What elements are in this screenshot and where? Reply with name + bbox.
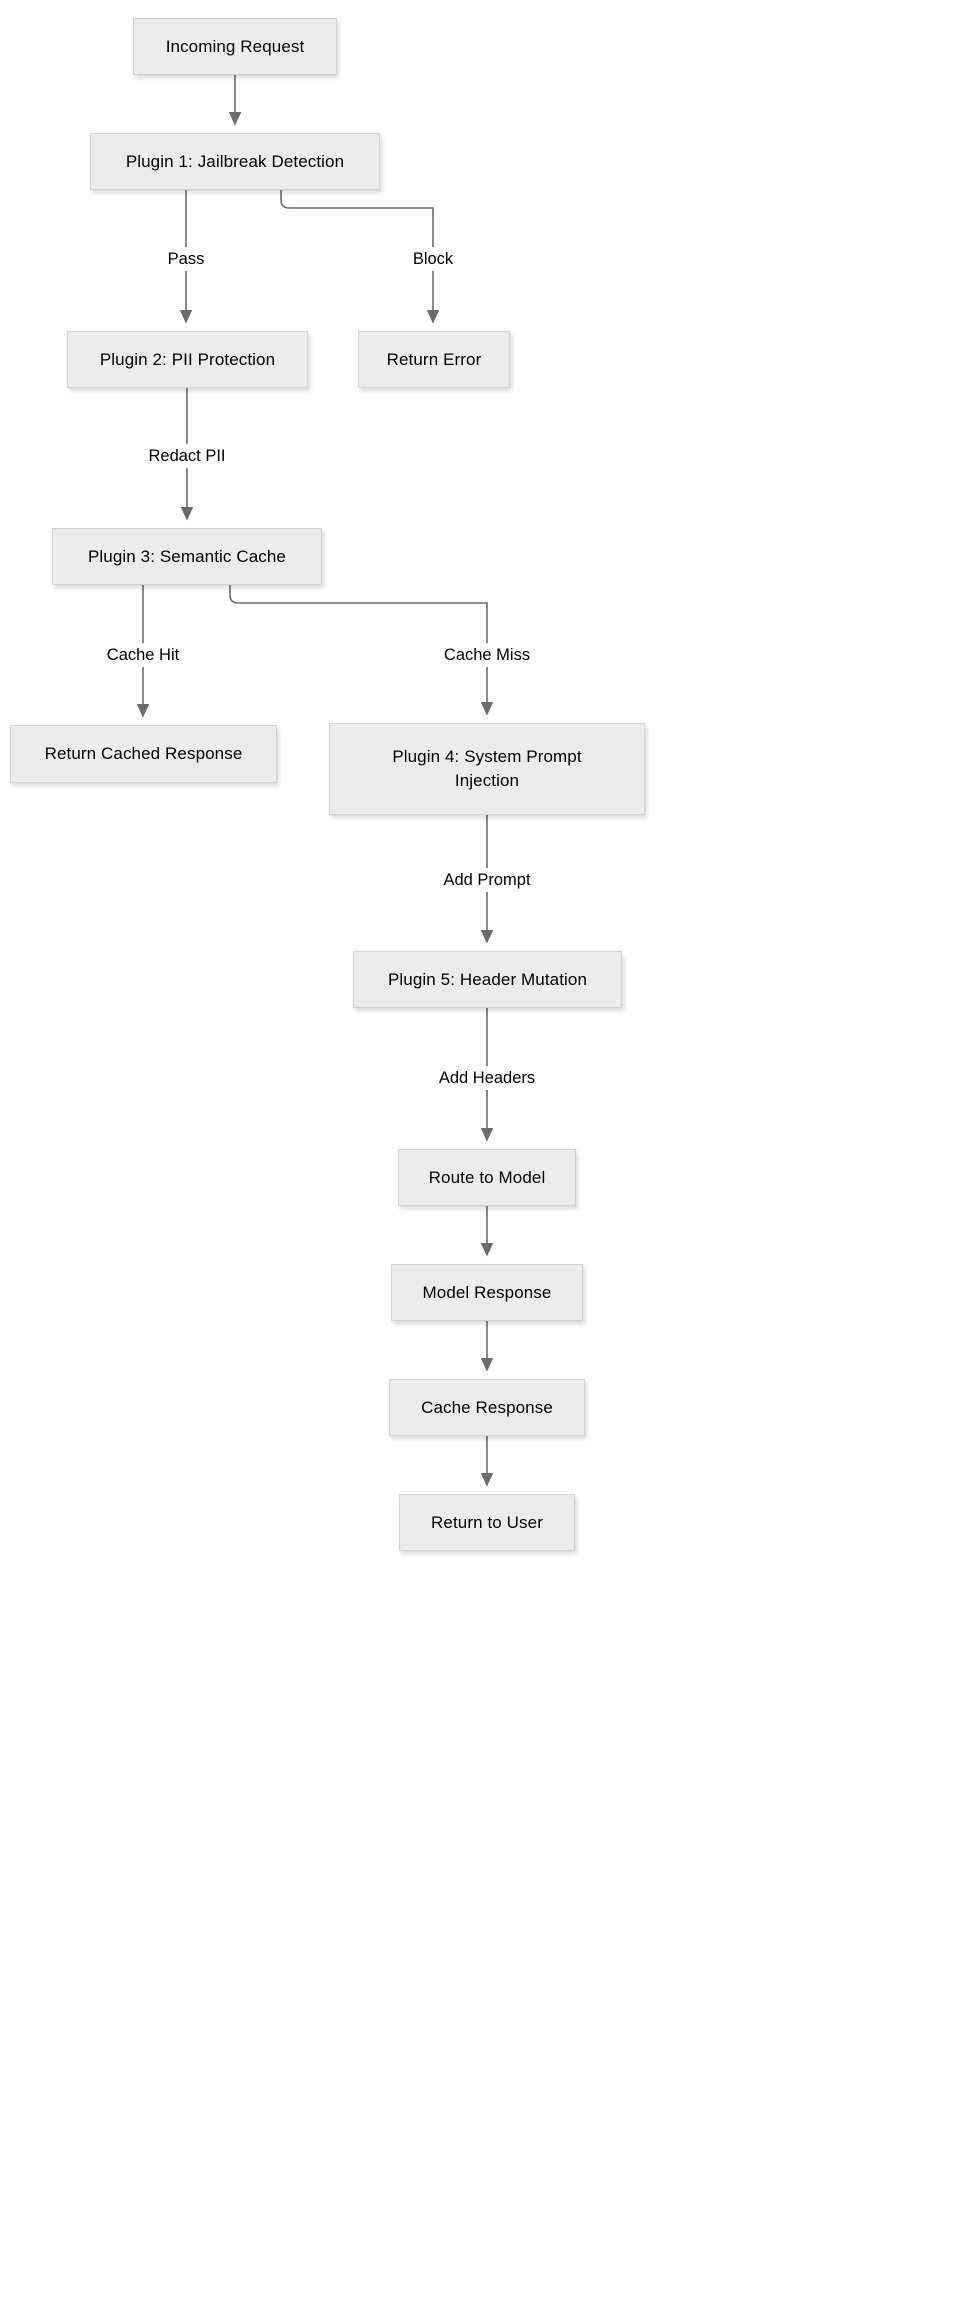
node-label: Cache Response: [421, 1397, 553, 1417]
node-return-error[interactable]: Return Error: [358, 331, 510, 388]
edge-label-cache-miss: Cache Miss: [439, 645, 535, 665]
node-label: Return Error: [386, 349, 482, 369]
node-cache-response[interactable]: Cache Response: [389, 1379, 585, 1436]
node-label: Plugin 3: Semantic Cache: [87, 546, 286, 566]
node-return-to-user[interactable]: Return to User: [399, 1494, 575, 1551]
node-label: Return to User: [431, 1512, 543, 1532]
node-return-cached-response[interactable]: Return Cached Response: [10, 725, 277, 783]
edge-plugin1-to-return-error: [280, 190, 434, 247]
node-label: Return Cached Response: [44, 744, 243, 763]
node-label: Plugin 4: System Prompt Injection: [392, 747, 582, 790]
edge-label-cache-hit: Cache Hit: [102, 645, 184, 665]
node-label: Plugin 2: PII Protection: [99, 349, 276, 369]
node-label: Plugin 1: Jailbreak Detection: [125, 151, 345, 171]
node-label: Model Response: [422, 1282, 552, 1302]
node-model-response[interactable]: Model Response: [391, 1264, 583, 1321]
node-plugin2-pii-protection[interactable]: Plugin 2: PII Protection: [67, 331, 308, 388]
node-label: Plugin 5: Header Mutation: [387, 969, 588, 989]
edge-label-add-prompt: Add Prompt: [439, 870, 535, 890]
node-incoming-request[interactable]: Incoming Request: [133, 18, 337, 75]
node-route-to-model[interactable]: Route to Model: [398, 1149, 576, 1206]
node-label: Incoming Request: [165, 36, 305, 56]
edge-label-pass: Pass: [163, 249, 209, 269]
edge-label-block: Block: [408, 249, 458, 269]
node-plugin1-jailbreak-detection[interactable]: Plugin 1: Jailbreak Detection: [90, 133, 380, 190]
edge-plugin3-to-plugin4: [229, 585, 488, 643]
node-plugin3-semantic-cache[interactable]: Plugin 3: Semantic Cache: [52, 528, 322, 585]
node-plugin4-system-prompt-injection[interactable]: Plugin 4: System Prompt Injection: [329, 723, 645, 815]
edge-label-redact-pii: Redact PII: [144, 446, 230, 466]
node-plugin5-header-mutation[interactable]: Plugin 5: Header Mutation: [353, 951, 622, 1008]
node-label: Route to Model: [428, 1167, 546, 1187]
edge-label-add-headers: Add Headers: [434, 1068, 540, 1088]
